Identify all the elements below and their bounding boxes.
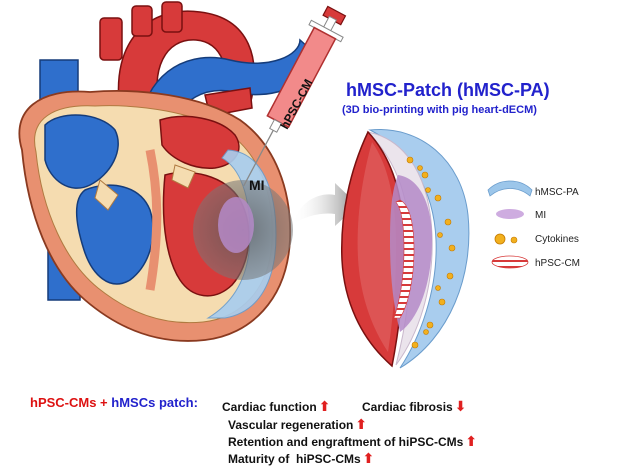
outcome-text: Vascular regeneration xyxy=(228,418,354,432)
cytokine-icon-small xyxy=(510,236,518,244)
cardiomyocyte-icon-body xyxy=(491,255,529,269)
right-atrium xyxy=(44,114,119,189)
cytokine-dot xyxy=(421,171,429,179)
up-arrow-icon: ⬆ xyxy=(465,433,478,449)
up-arrow-icon: ⬆ xyxy=(318,398,331,414)
heart-illustration xyxy=(18,1,319,342)
outcomes-prefix-patch: hMSCs patch: xyxy=(111,395,198,410)
outcome-text: Cardiac function xyxy=(222,400,317,414)
myocardium-inner xyxy=(357,142,396,352)
cytokine-dot xyxy=(406,156,414,164)
cytokine-dot xyxy=(417,165,423,171)
cytokine-dot xyxy=(425,187,431,193)
cytokine-dot xyxy=(411,341,419,349)
page-title: hMSC-Patch (hMSC-PA) xyxy=(346,80,550,100)
right-ventricle xyxy=(75,184,154,285)
cytokine-dot xyxy=(423,329,429,335)
cytokine-icon-large xyxy=(494,233,506,245)
up-arrow-icon: ⬆ xyxy=(362,450,375,466)
outcome-cardiac-fibrosis: Cardiac fibrosis⬇ xyxy=(362,398,466,415)
legend-label-mi: MI xyxy=(535,210,547,221)
outcome-text: Retention and engraftment of hiPSC-CMs xyxy=(228,435,464,449)
outcome-cardiac-function: Cardiac function⬆ xyxy=(222,398,330,415)
outcome-vascular-regeneration: Vascular regeneration⬆ xyxy=(228,416,367,433)
cytokine-dot xyxy=(444,218,452,226)
legend-icons xyxy=(487,180,533,269)
curved-arrow-body xyxy=(292,183,358,226)
mi-label: MI xyxy=(249,177,265,193)
outcome-maturity: Maturity of hiPSC-CMs⬆ xyxy=(228,450,374,467)
legend-label-hmsc-pa: hMSC-PA xyxy=(535,187,579,198)
patch-cross-section xyxy=(340,129,470,369)
outcomes-prefix-cells: hPSC-CMs + xyxy=(30,395,108,410)
cytokine-dot xyxy=(446,272,454,280)
outcome-text: Cardiac fibrosis xyxy=(362,400,453,414)
cytokine-dot xyxy=(434,194,442,202)
syringe-icon xyxy=(243,5,347,187)
outcome-retention-engraftment: Retention and engraftment of hiPSC-CMs⬆ xyxy=(228,433,477,450)
cytokine-dot xyxy=(435,285,441,291)
patch-arc-icon xyxy=(487,180,533,197)
syringe-needle xyxy=(243,130,274,187)
engrafted-cardiomyocytes xyxy=(393,199,415,319)
legend-label-cytokines: Cytokines xyxy=(535,234,579,245)
septum xyxy=(145,149,162,291)
outcome-text: Maturity of hiPSC-CMs xyxy=(228,452,361,466)
cytokine-dot xyxy=(437,232,443,238)
aorta-branch-1 xyxy=(99,17,123,61)
cytokine-icon xyxy=(494,233,518,245)
cardiomyocyte-icon xyxy=(491,255,529,269)
cytokine-dot xyxy=(438,298,446,306)
down-arrow-icon: ⬇ xyxy=(454,398,467,414)
cytokine-dot xyxy=(448,244,456,252)
mitral-valve xyxy=(171,164,196,189)
up-arrow-icon: ⬆ xyxy=(355,416,368,432)
aorta-branch-2 xyxy=(131,5,153,37)
outcomes-prefix: hPSC-CMs + hMSCs patch: xyxy=(30,395,198,410)
legend-label-hpsc-cm: hPSC-CM xyxy=(535,258,581,269)
cytokine-dot xyxy=(426,321,434,329)
mi-infarct-tissue xyxy=(218,197,254,253)
transition-arrow xyxy=(292,183,358,226)
tricuspid-valve xyxy=(94,179,119,211)
mi-blob-icon xyxy=(496,209,524,219)
cytokine-dots xyxy=(406,156,456,349)
page-subtitle: (3D bio-printing with pig heart-dECM) xyxy=(342,104,537,116)
aorta-branch-3 xyxy=(161,1,183,33)
patch-outer-layer xyxy=(368,129,470,369)
